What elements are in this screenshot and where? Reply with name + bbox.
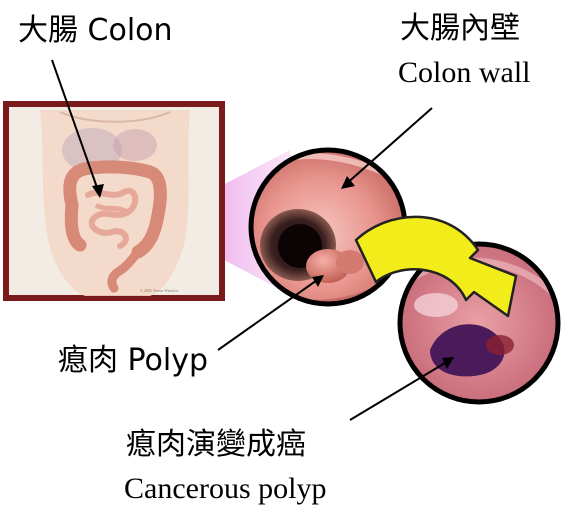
anatomy-caption: © 2005 Terese Winslow	[140, 288, 179, 293]
anatomy-panel: © 2005 Terese Winslow	[6, 104, 222, 298]
torso-illustration	[40, 110, 190, 296]
label-polyp: 瘜肉 Polyp	[58, 346, 208, 376]
leader-polyp	[218, 278, 320, 350]
colon-label-text: 大腸 Colon	[18, 13, 173, 48]
label-colon-wall-en: Colon wall	[398, 58, 531, 88]
label-colon-wall-zh: 大腸內壁	[400, 14, 520, 44]
label-colon: 大腸 Colon	[18, 16, 173, 46]
leader-colon-wall	[345, 108, 432, 185]
label-cancerous-en: Cancerous polyp	[124, 474, 326, 504]
label-cancerous-zh: 瘜肉演變成癌	[126, 430, 306, 460]
